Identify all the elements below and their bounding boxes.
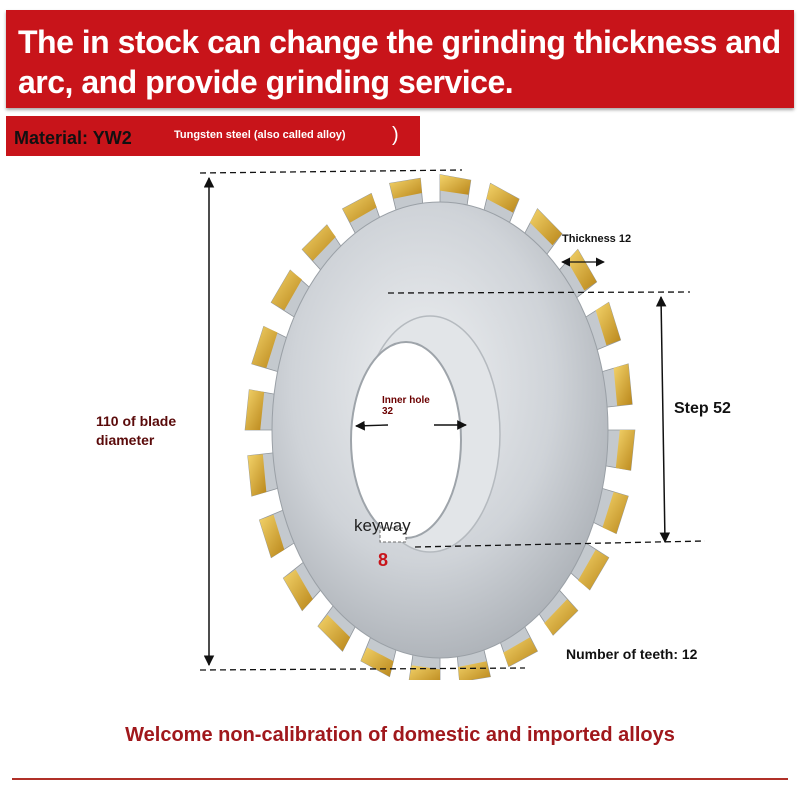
carbide-tip <box>486 183 520 213</box>
step-label: Step 52 <box>674 400 731 417</box>
carbide-tip <box>615 430 635 471</box>
footer-slogan: Welcome non-calibration of domestic and … <box>125 724 675 746</box>
carbide-tip <box>389 178 422 199</box>
material-close-paren: ) <box>392 124 399 146</box>
inner-hole-value: 32 <box>382 406 394 417</box>
carbide-tip <box>578 549 609 590</box>
carbide-tip <box>245 389 265 430</box>
material-label: Material: YW2 <box>14 128 132 148</box>
hole-arrow-left <box>355 420 389 431</box>
diameter-bottom-line <box>199 667 526 671</box>
inner-hole-title: Inner hole <box>382 395 430 406</box>
carbide-tip <box>595 302 621 346</box>
carbide-tip <box>302 224 336 261</box>
carbide-tip <box>283 569 313 611</box>
step-arrow <box>655 295 671 544</box>
blade-diagram <box>0 160 800 680</box>
blade-teeth <box>244 174 636 680</box>
keyway-value: 8 <box>378 550 389 570</box>
step-top-line <box>387 291 691 294</box>
inner-hole-label: Inner hole 32 <box>382 395 430 417</box>
carbide-tip <box>251 326 278 369</box>
carbide-tip <box>259 514 285 558</box>
thickness-label: Thickness 12 <box>562 233 632 245</box>
diameter-top-line <box>199 169 463 174</box>
keyway-notch <box>379 527 407 543</box>
diameter-label: 110 of blade diameter <box>96 413 177 448</box>
top-banner: The in stock can change the grinding thi… <box>6 10 794 108</box>
teeth-count-label: Number of teeth: 12 <box>566 646 698 662</box>
carbide-tip <box>529 208 563 246</box>
carbide-tip <box>440 174 471 195</box>
footer-divider <box>12 778 788 780</box>
carbide-tip <box>613 363 633 406</box>
carbide-tip <box>503 637 538 667</box>
carbide-tip <box>544 599 578 636</box>
carbide-tip <box>342 193 377 223</box>
carbide-tip <box>458 661 491 680</box>
inner-hole <box>350 341 462 539</box>
headline: The in stock can change the grinding thi… <box>18 24 781 100</box>
material-description: Tungsten steel (also called alloy) <box>174 129 346 141</box>
carbide-tip <box>602 491 629 534</box>
keyway-label: keyway <box>354 516 411 535</box>
carbide-tip <box>247 454 267 497</box>
saw-blade-illustration-icon <box>199 169 706 680</box>
material-bar: Material: YW2 Tungsten steel (also calle… <box>6 116 420 156</box>
carbide-tip <box>271 270 302 311</box>
carbide-tip <box>317 614 351 652</box>
